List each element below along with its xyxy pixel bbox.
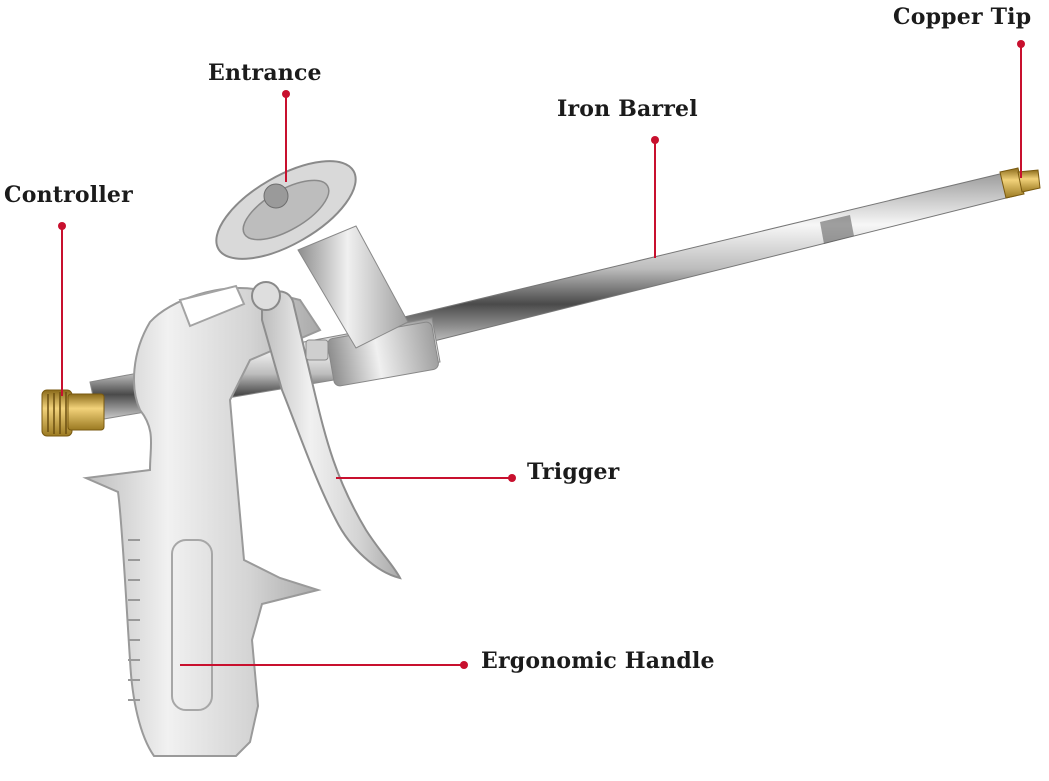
iron-barrel — [399, 171, 1015, 349]
label-entrance: Entrance — [208, 60, 322, 86]
label-iron-barrel: Iron Barrel — [557, 96, 698, 122]
entrance-adapter — [215, 160, 409, 349]
leader-entrance-dot — [282, 90, 290, 98]
label-controller: Controller — [4, 182, 133, 208]
trigger — [251, 281, 402, 580]
controller-knob — [41, 389, 105, 437]
label-copper-tip: Copper Tip — [893, 4, 1032, 30]
label-ergonomic-handle: Ergonomic Handle — [481, 648, 715, 674]
leader-trigger-dot — [508, 474, 516, 482]
leader-lines — [58, 40, 1025, 669]
copper-tip — [999, 167, 1041, 199]
label-trigger: Trigger — [527, 459, 620, 485]
leader-handle-dot — [460, 661, 468, 669]
leader-iron-barrel-dot — [651, 136, 659, 144]
leader-controller-dot — [58, 222, 66, 230]
leader-copper-tip-dot — [1017, 40, 1025, 48]
